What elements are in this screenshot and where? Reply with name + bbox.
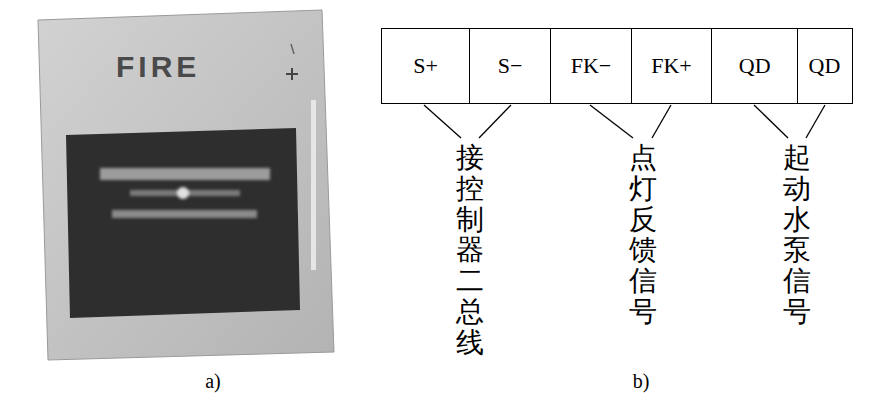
terminal-cell: QD [711,28,799,104]
call-point-photo [38,10,334,360]
device-label: FIRE [116,50,200,84]
terminal-cell: FK+ [631,28,713,104]
terminal-cell: QD [797,28,853,104]
terminal-cell: S− [469,28,552,104]
leader-lines [424,105,825,138]
pin-name: QD [809,53,841,79]
subfigure-label: b) [633,370,650,393]
terminal-note: 起动水泵信号 [783,143,811,328]
terminal-note: 点灯反馈信号 [629,143,657,328]
terminal-note: 接控制器二总线 [456,143,484,359]
pin-name: FK+ [651,53,692,79]
pin-name: QD [739,53,771,79]
pin-name: S− [498,53,523,79]
terminal-cell: S+ [381,28,470,104]
pin-name: FK− [571,53,612,79]
pin-name: S+ [413,53,438,79]
terminal-cell: FK− [550,28,632,104]
subfigure-label: a) [205,370,221,393]
